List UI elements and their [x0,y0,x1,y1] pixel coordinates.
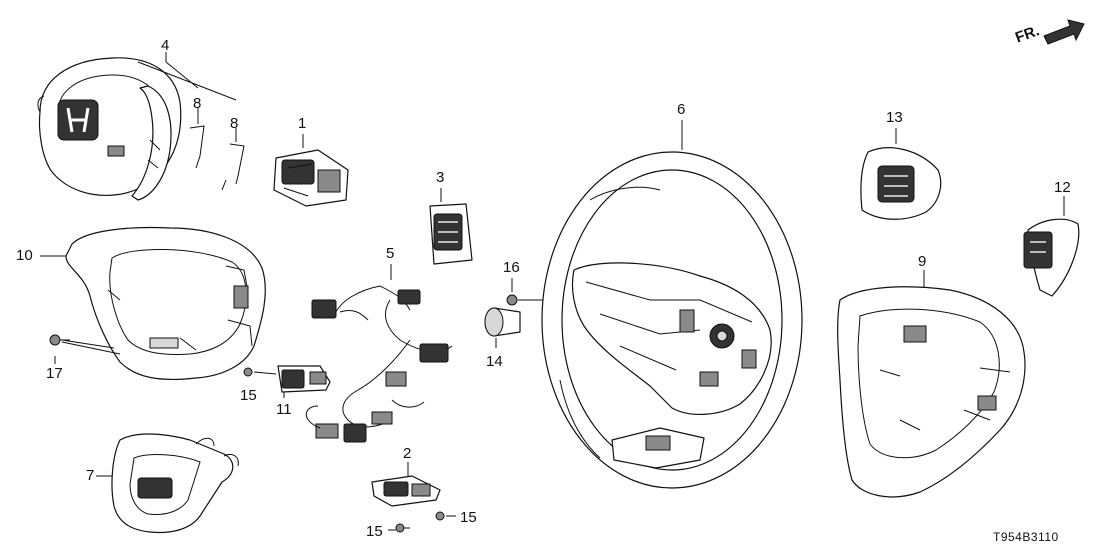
callout-7: 7 [86,467,95,484]
airbag-module-part-4 [37,57,182,201]
screw-part-15-left [243,367,277,377]
callout-15-left: 15 [240,387,257,404]
callout-15-bottom: 15 [366,523,383,540]
leader-lines-4-8 [137,52,237,142]
callout-4: 4 [161,37,170,54]
callout-9: 9 [918,253,927,270]
module-part-11 [277,365,331,398]
callout-12: 12 [1054,179,1071,196]
callout-2: 2 [403,445,412,462]
callout-14: 14 [486,353,503,370]
callout-13: 13 [886,109,903,126]
callout-6: 6 [677,101,686,118]
nut-part-14 [484,307,521,348]
callout-17: 17 [46,365,63,382]
wire-clip-part-8 [189,125,245,191]
steering-wheel-part-6 [541,120,803,489]
switch-part-3 [429,188,473,265]
reference-code: T954B3110 [993,530,1059,544]
callout-8b: 8 [230,115,239,132]
callout-15-right: 15 [460,509,477,526]
callout-11: 11 [276,401,292,418]
paddle-part-12 [1023,196,1080,297]
wire-harness-part-5 [305,264,453,443]
screw-part-17 [49,334,121,364]
front-direction-arrow [1043,19,1085,45]
screw-part-15-bottom [388,511,456,533]
callout-3: 3 [436,169,445,186]
small-switch-part-2 [371,462,441,507]
callout-1: 1 [298,115,307,132]
switch-assembly-part-1 [273,134,349,207]
callout-10: 10 [16,247,33,264]
callout-16: 16 [503,259,520,276]
rear-cover-part-9 [837,270,1026,498]
rear-cover-part-10 [40,226,266,381]
lower-cover-part-7 [96,433,239,534]
paddle-part-13 [860,128,942,220]
callout-5: 5 [386,245,395,262]
callout-8a: 8 [193,95,202,112]
bolt-part-16 [506,278,560,306]
